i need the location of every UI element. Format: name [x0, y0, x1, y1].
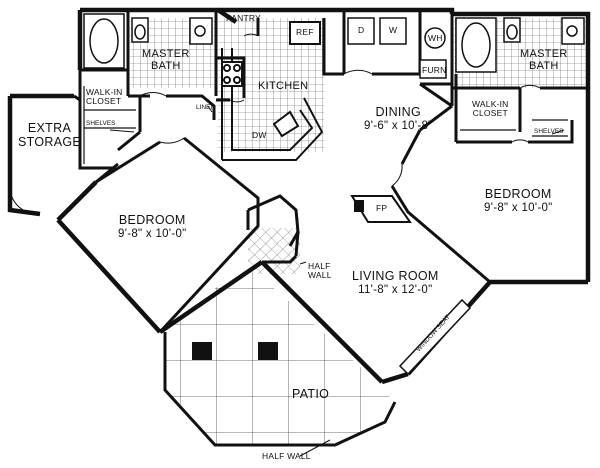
- kitchen-counters: [221, 21, 324, 161]
- bath-left-fixtures: [83, 13, 213, 69]
- half-wall-mid-label: HALF WALL: [308, 261, 332, 281]
- bedroom-left-dims: 9'-8" x 10'-0": [118, 227, 187, 240]
- shelves-left-label: SHELVES: [86, 120, 116, 127]
- door-swings: [9, 33, 541, 247]
- extra-storage-label: EXTRA STORAGE: [18, 121, 81, 150]
- walk-in-closet-right-label: WALK-IN CLOSET: [472, 99, 509, 119]
- patio-post-right: [258, 342, 278, 360]
- bedroom-right-name: BEDROOM: [484, 187, 552, 201]
- master-bath-left-line2: BATH: [150, 60, 181, 73]
- master-bath-right-line1: MASTER: [520, 48, 568, 60]
- walk-in-closet-right-line1: WALK-IN: [472, 99, 509, 109]
- laundry-appliances: [347, 17, 447, 79]
- fireplace: [350, 195, 412, 223]
- dining-name: DINING: [375, 105, 422, 119]
- pantry-label: PANTRY: [226, 13, 261, 23]
- half-wall-bottom-label: HALF WALL: [262, 451, 311, 461]
- master-bath-left-label: MASTER BATH: [142, 48, 190, 72]
- shelves-right-label: SHELVES: [534, 128, 564, 135]
- window-seat: [398, 298, 472, 376]
- walk-in-closet-left-line1: WALK-IN: [86, 87, 123, 97]
- kitchen-label: KITCHEN: [258, 80, 309, 92]
- master-bath-left-line1: MASTER: [142, 48, 190, 60]
- extra-storage-line1: EXTRA: [27, 121, 72, 135]
- interior-walls: [73, 10, 588, 334]
- furnace-label: FURN: [422, 65, 447, 75]
- bedroom-right-dims: 9'-8" x 10'-0": [484, 201, 553, 214]
- patio-label: PATIO: [292, 387, 330, 401]
- living-room-dims: 11'-8" x 12'-0": [358, 283, 433, 296]
- bedroom-left-label: BEDROOM 9'-8" x 10'-0": [118, 213, 187, 240]
- living-room-name: LIVING ROOM: [352, 269, 439, 283]
- washer-label: W: [389, 25, 398, 35]
- leader-lines: [109, 105, 565, 457]
- walk-in-closet-left-label: WALK-IN CLOSET: [86, 87, 123, 107]
- water-heater-label: WH: [428, 33, 443, 43]
- bath-right-fixtures: [455, 17, 585, 73]
- dining-label: DINING 9'-6" x 10'-8": [364, 105, 433, 132]
- linen-label: LINEN: [196, 104, 216, 111]
- master-bath-right-label: MASTER BATH: [520, 48, 568, 72]
- patio-post-left: [192, 342, 212, 360]
- ref-label: REF: [296, 27, 314, 37]
- master-bath-right-line2: BATH: [528, 60, 559, 73]
- living-room-label: LIVING ROOM 11'-8" x 12'-0": [352, 269, 439, 296]
- half-wall-mid-line1: HALF: [308, 261, 331, 271]
- bedroom-right-label: BEDROOM 9'-8" x 10'-0": [484, 187, 553, 214]
- walk-in-closet-left-line2: CLOSET: [86, 96, 122, 107]
- extra-storage-line2: STORAGE: [18, 134, 81, 149]
- dining-dims: 9'-6" x 10'-8": [364, 119, 433, 132]
- bedroom-left-name: BEDROOM: [118, 213, 186, 227]
- half-wall-mid-line2: WALL: [308, 270, 332, 281]
- dishwasher-label: DW: [252, 130, 267, 140]
- fireplace-label: FP: [376, 203, 388, 213]
- walk-in-closet-right-line2: CLOSET: [472, 108, 508, 119]
- patio-half-wall: [163, 332, 397, 447]
- dryer-label: D: [358, 25, 365, 35]
- exterior-walls: [7, 7, 591, 385]
- closet-shelves: [83, 86, 568, 164]
